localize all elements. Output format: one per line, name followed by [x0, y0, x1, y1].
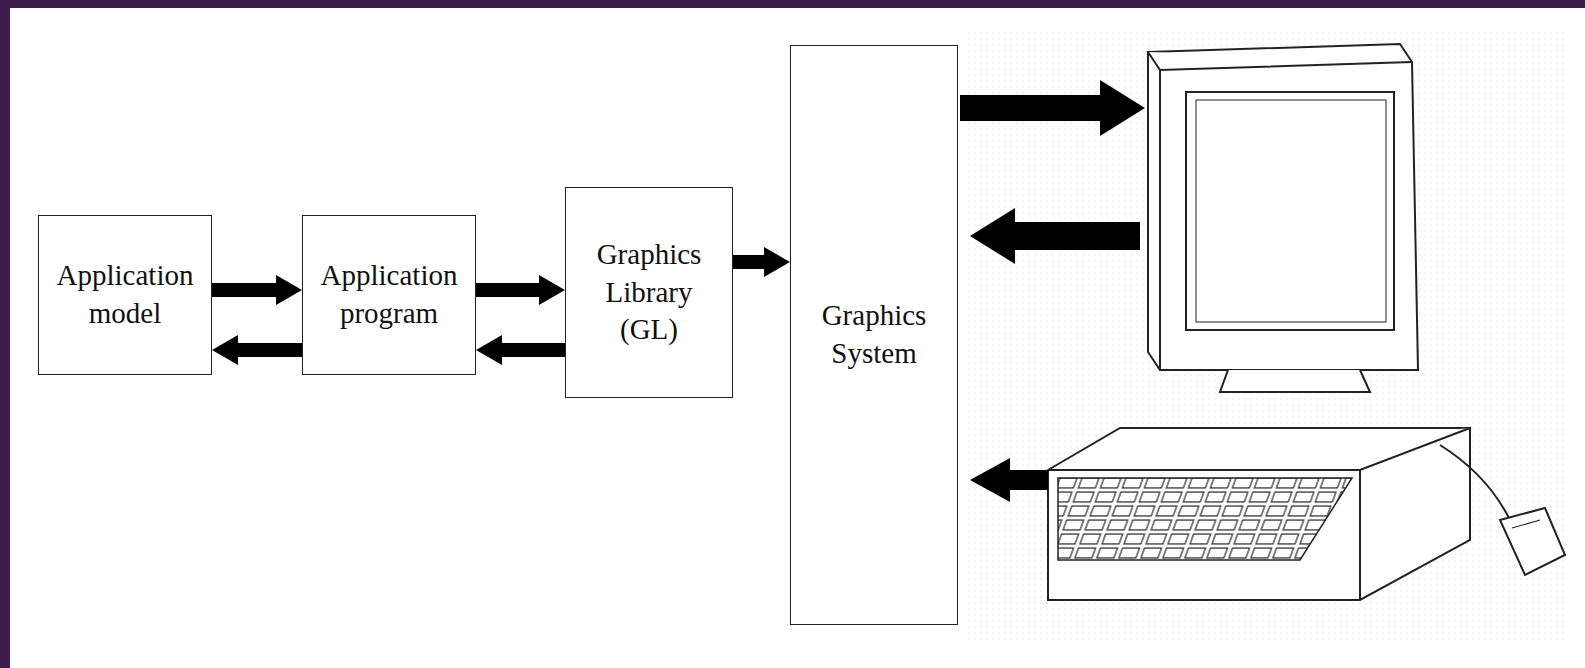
flow-arrow [476, 275, 565, 305]
box-label: Application program [308, 253, 470, 336]
box-label: Application model [44, 253, 206, 336]
keyboard-illustration [1048, 428, 1565, 600]
process-box: Application model [38, 215, 212, 375]
process-box: Application program [302, 215, 476, 375]
box-label: Graphics Library (GL) [573, 232, 725, 353]
flow-arrow [212, 335, 302, 365]
device-arrows [960, 80, 1145, 502]
monitor-illustration [1148, 44, 1418, 392]
system-box: Graphics System [790, 45, 958, 625]
stipple-ground [965, 30, 1565, 640]
flow-arrow [476, 335, 565, 365]
library-box: Graphics Library (GL) [565, 187, 733, 398]
box-label: Graphics System [798, 293, 950, 376]
flow-arrow [212, 275, 302, 305]
flow-arrow [733, 247, 790, 277]
